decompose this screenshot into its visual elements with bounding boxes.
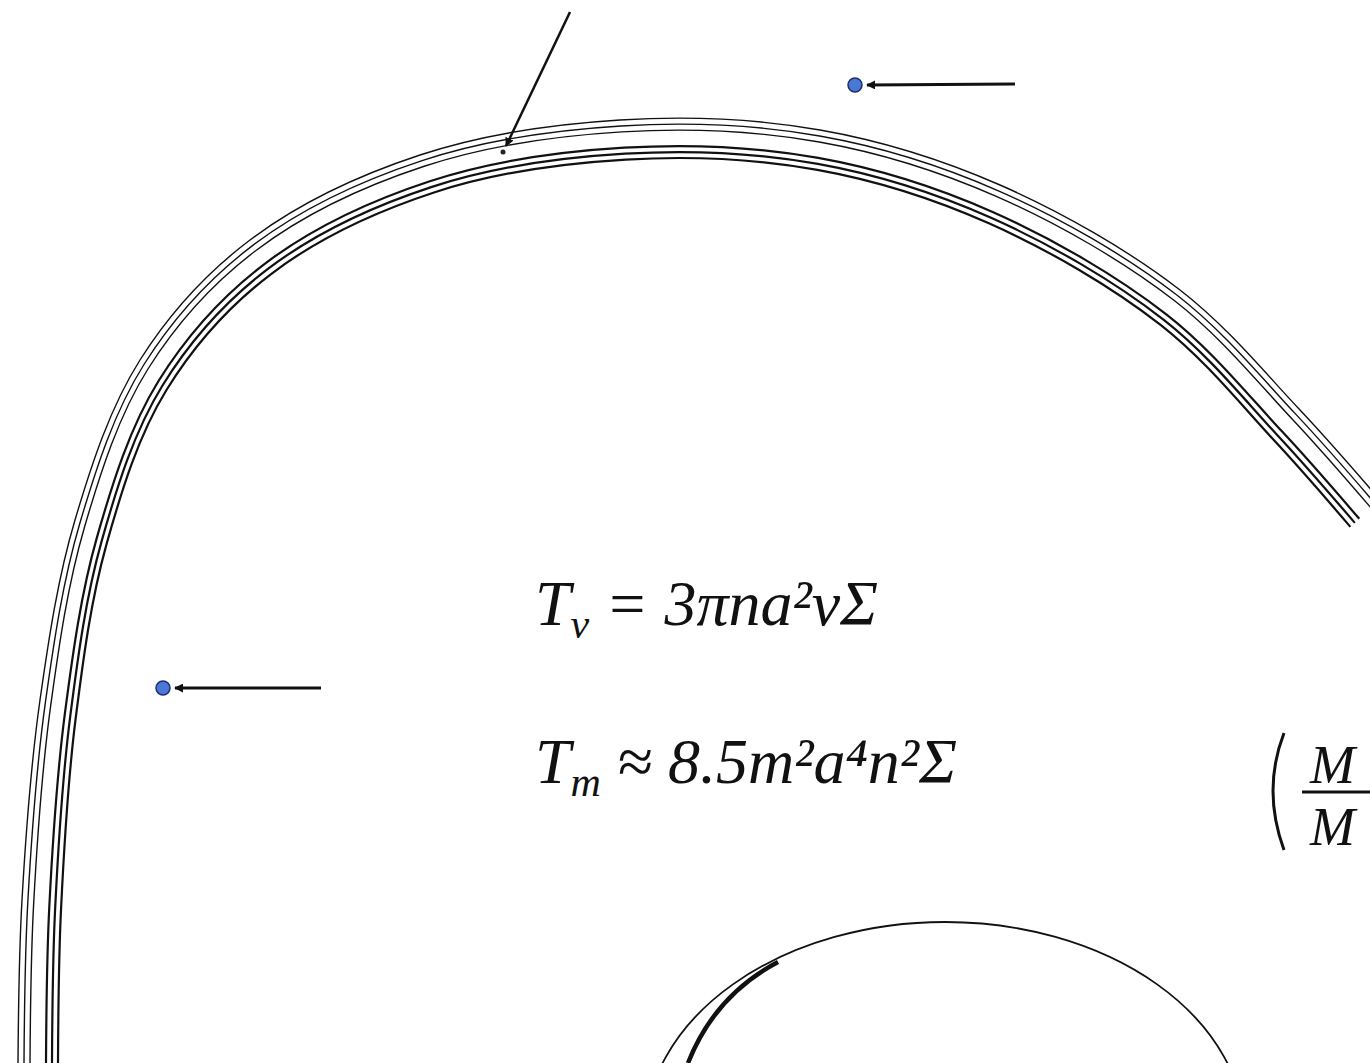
pointer-arrow [175,687,321,690]
subscript: ν [571,601,590,647]
subscript: m [571,759,601,805]
disk-rings [18,118,1370,1063]
paren [1273,733,1284,850]
disk-ring [46,146,1359,1063]
equation-text: = 3πna²νΣ [589,568,878,639]
pointer-arrow [867,84,1015,85]
pointer-arrow [506,12,570,146]
disk-ring [18,118,1370,1063]
planet-dot [848,78,862,92]
inner-orbit [645,922,1245,1063]
ring-particle [501,150,506,155]
equation: Tm ≈ 8.5m²a⁴n²Σ [535,730,957,803]
disk-ring [58,158,1350,1063]
equation: Tν = 3πna²νΣ [535,572,878,645]
disk-ring [52,152,1355,1063]
planet-dot [156,681,170,695]
fraction-term: M [1310,800,1355,854]
equation-text: ≈ 8.5m²a⁴n²Σ [601,726,957,797]
fraction-term: M [1310,738,1355,792]
equation-text: T [535,568,571,639]
orbit-segment [688,962,778,1063]
disk-ring [24,124,1370,1063]
equation-text: T [535,726,571,797]
disk-ring [30,130,1370,1063]
